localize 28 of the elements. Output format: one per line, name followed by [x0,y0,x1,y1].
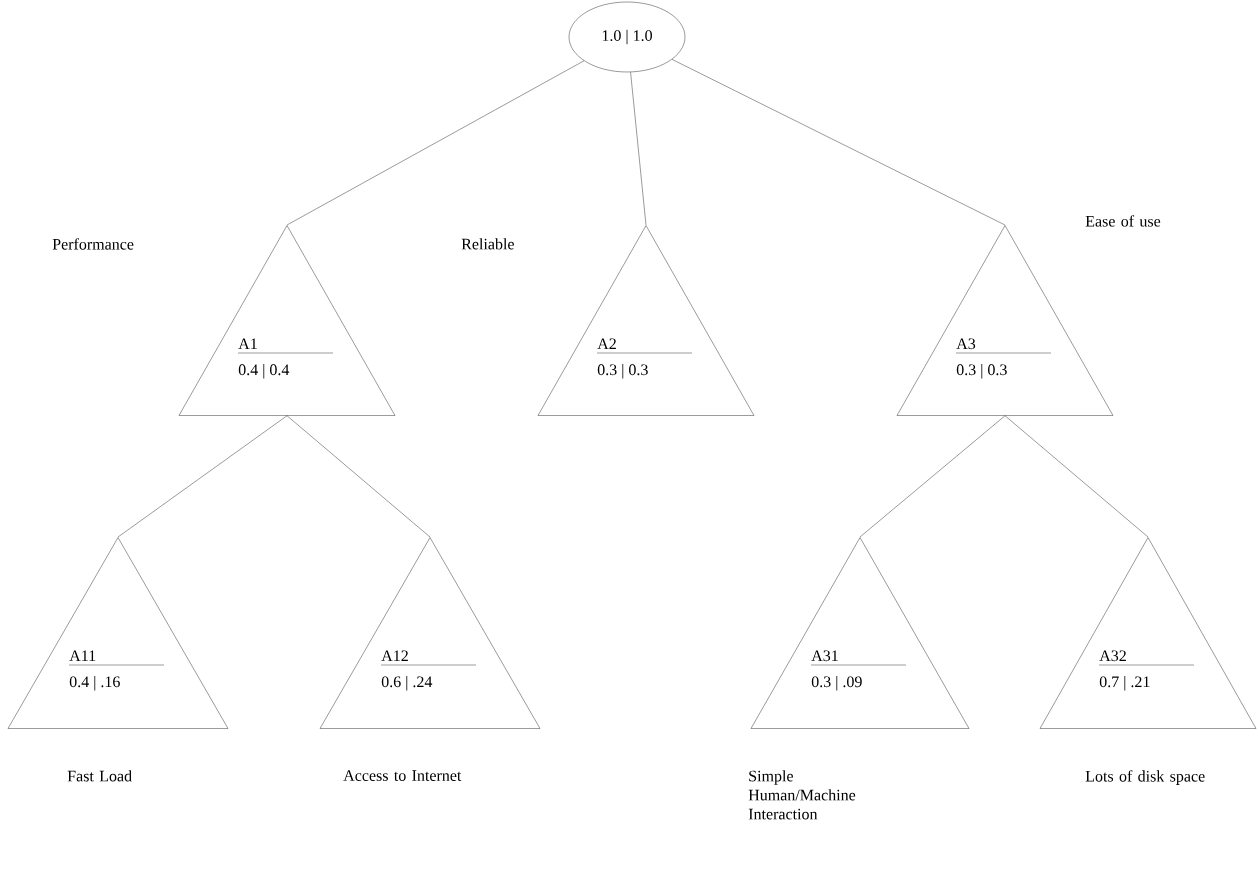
weight-label: 0.7 | .21 [1099,675,1150,691]
connector-line [630,71,647,226]
branch-label: Ease of use [1085,215,1161,227]
connector-line [859,415,1006,538]
weight-label: 0.4 | 0.4 [238,363,290,379]
weight-label: 0.3 | 0.3 [956,363,1007,379]
node-label: A32 [1099,650,1126,662]
weight-label: 0.4 | .16 [69,675,120,691]
branch-label: Lots of disk space [1085,770,1205,785]
branch-label: Fast Load [67,770,132,782]
branch-label: Reliable [461,238,514,250]
connector-line [671,59,1006,226]
weight-label: 0.3 | 0.3 [597,363,648,379]
branch-label: Simple Human/Machine Interaction [748,770,856,820]
node-label: A3 [956,338,976,350]
branch-label: Performance [52,238,134,250]
connector-line [286,60,585,226]
connector-line [286,415,431,538]
weight-label: 0.3 | .09 [811,675,862,691]
node-label: A11 [69,650,96,661]
connector-line [117,415,288,538]
branch-label: Access to Internet [343,770,462,781]
node-label: A12 [381,650,408,661]
node-label: A31 [811,650,838,662]
node-label: A1 [238,338,257,349]
connector-line [1004,415,1149,538]
weight-label: 0.6 | .24 [381,675,433,691]
node-label: A2 [597,338,616,349]
